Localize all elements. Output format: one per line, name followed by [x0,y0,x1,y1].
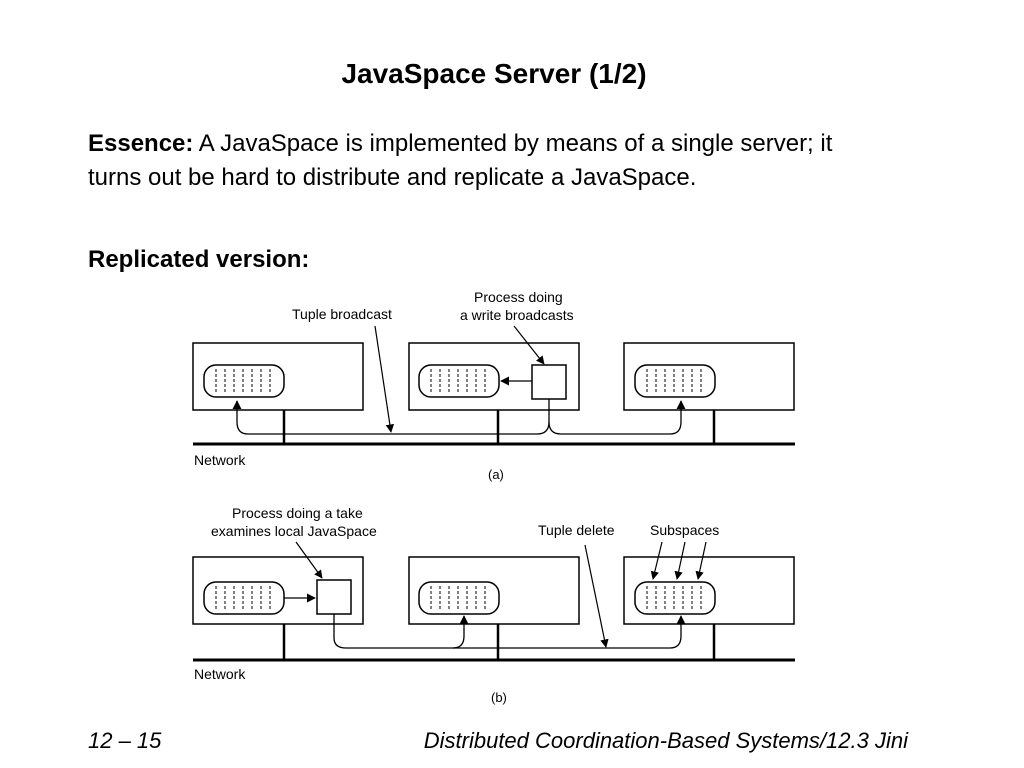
essence-paragraph: Essence: A JavaSpace is implemented by m… [88,127,888,195]
tuple-space [634,581,716,615]
tuple-space [634,364,716,398]
caption-b: (b) [491,690,507,705]
network-label: Network [194,666,246,682]
caption-a: (a) [488,467,504,482]
footer-course-title: Distributed Coordination-Based Systems/1… [423,728,908,753]
slide-title: JavaSpace Server (1/2) [341,58,647,89]
replicated-version-heading: Replicated version: [88,246,310,273]
diagram-a: Tuple broadcast Process doing a write br… [192,289,795,482]
subspaces-label: Subspaces [650,522,719,538]
process-write-label-line2: a write broadcasts [460,307,574,323]
tuple-space [203,364,285,398]
process-box [531,364,567,400]
essence-text: A JavaSpace is implemented by means of a… [88,130,833,191]
tuple-space [418,364,500,398]
process-take-label-line2: examines local JavaSpace [211,523,377,539]
tuple-space [418,581,500,615]
tuple-broadcast-label: Tuple broadcast [292,306,392,322]
diagram-b: Process doing a take examines local Java… [192,505,795,705]
tuple-delete-label: Tuple delete [538,522,615,538]
process-box [316,579,352,615]
tuple-space [203,581,285,615]
slide-number: 12 – 15 [88,728,162,753]
network-label: Network [194,452,246,468]
process-write-label-line1: Process doing [474,289,563,305]
essence-label: Essence: [88,130,194,157]
process-take-label-line1: Process doing a take [232,505,363,521]
